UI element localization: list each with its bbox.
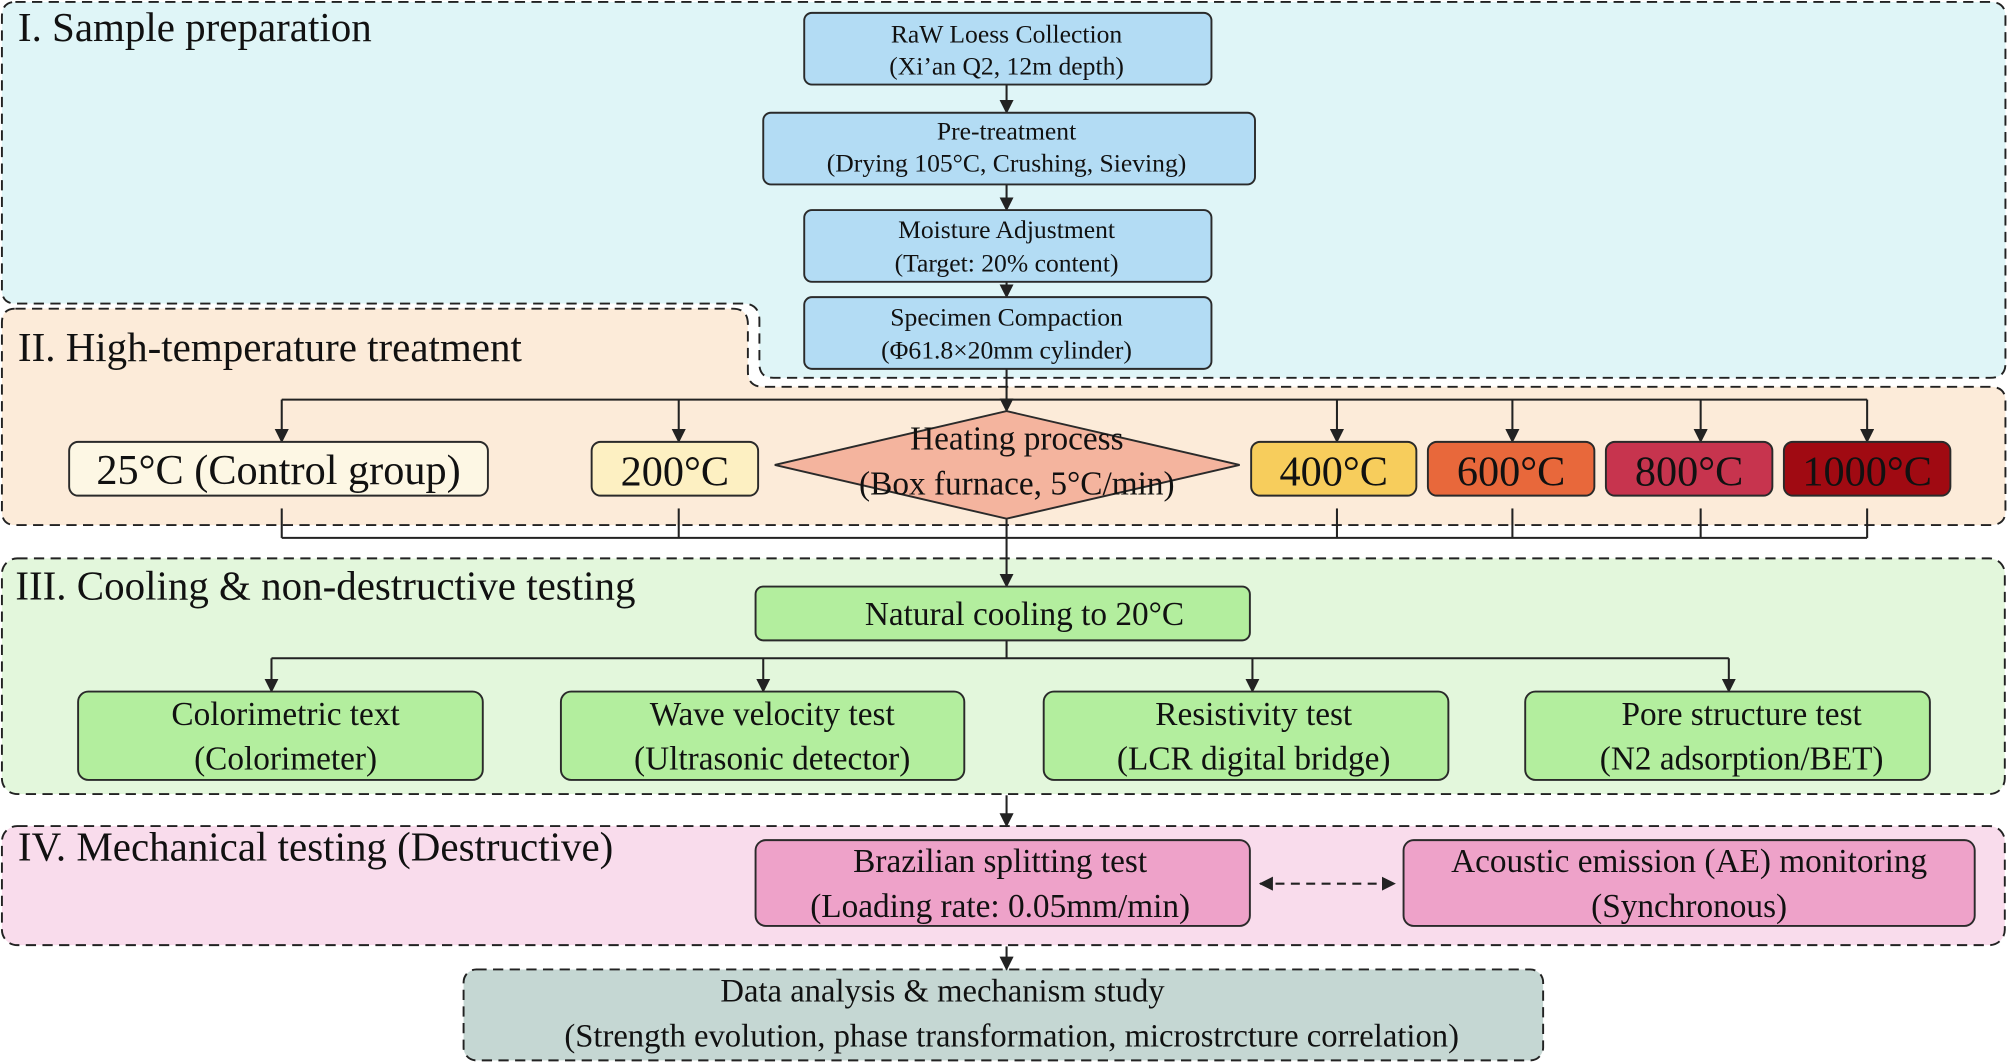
step-title: Moisture Adjustment [898,215,1115,244]
section-cooling-region [0,557,2006,795]
test-resistivity: Resistivity test (LCR digital bridge) [1042,690,1450,781]
mechanical-detail: (Synchronous) [1591,888,1787,925]
section-title-cooling: III. Cooling & non-destructive testing [15,562,635,608]
temperature-group-25c: 25°C (Control group) [68,440,489,497]
section-sample-preparation-region [0,1,2007,379]
test-box [77,690,484,781]
test-box [1524,690,1931,781]
test-instrument: (N2 adsorption/BET) [1600,741,1884,778]
step-title: Specimen Compaction [890,302,1123,331]
analysis-box [462,968,1545,1062]
test-instrument: (Ultrasonic detector) [634,741,910,778]
acoustic-emission-monitoring: Acoustic emission (AE) monitoring (Synch… [1402,839,1976,927]
heating-detail: (Box furnace, 5°C/min) [859,465,1175,502]
temperature-box [1604,440,1774,497]
temperature-group-200c: 200°C [590,440,760,497]
step-box [803,296,1213,370]
temperature-box [1250,440,1418,497]
step-detail: (Φ61.8×20mm cylinder) [881,336,1132,365]
mechanical-title: Acoustic emission (AE) monitoring [1451,843,1927,880]
temperature-label: 200°C [621,448,729,495]
temperature-label: 600°C [1457,448,1565,495]
temperature-label: 800°C [1635,448,1743,495]
mechanical-title: Brazilian splitting test [853,843,1148,880]
step-pre-treatment: Pre-treatment (Drying 105°C, Crushing, S… [762,111,1256,186]
step-detail: (Drying 105°C, Crushing, Sieving) [827,149,1187,178]
heating-process-diamond: Heating process (Box furnace, 5°C/min) [774,410,1240,520]
test-wave-velocity: Wave velocity test (Ultrasonic detector) [559,690,966,781]
temperature-label: 25°C (Control group) [96,447,460,494]
temperature-label: 1000°C [1802,448,1932,495]
test-title: Wave velocity test [650,696,896,733]
step-specimen-compaction: Specimen Compaction (Φ61.8×20mm cylinder… [803,296,1213,370]
diamond-shape [774,410,1240,520]
test-instrument: (Colorimeter) [194,741,377,778]
temperature-box [1426,440,1596,497]
step-title: RaW Loess Collection [891,19,1123,48]
test-title: Resistivity test [1155,696,1353,733]
temperature-label: 400°C [1280,448,1388,495]
test-instrument: (LCR digital bridge) [1117,741,1391,778]
temperature-box [68,440,489,497]
test-box [559,690,966,781]
connectors [264,84,1875,971]
temperature-group-400c: 400°C [1250,440,1418,497]
step-raw-loess-collection: RaW Loess Collection (Xi’an Q2, 12m dept… [803,11,1213,86]
test-title: Pore structure test [1621,696,1862,733]
step-detail: (Xi’an Q2, 12m depth) [889,51,1124,80]
temperature-group-800c: 800°C [1604,440,1774,497]
temperature-box [590,440,760,497]
step-box [762,111,1256,186]
step-box [803,209,1213,283]
step-moisture-adjustment: Moisture Adjustment (Target: 20% content… [803,209,1213,283]
natural-cooling-box [754,585,1251,642]
test-title: Colorimetric text [171,696,400,733]
mechanical-detail: (Loading rate: 0.05mm/min) [810,888,1190,925]
section-title-sample-preparation: I. Sample preparation [18,4,372,50]
heating-title: Heating process [910,421,1123,458]
section-title-mechanical: IV. Mechanical testing (Destructive) [18,824,613,870]
analysis-detail: (Strength evolution, phase transformatio… [564,1018,1459,1054]
temperature-group-600c: 600°C [1426,440,1596,497]
temperature-box [1782,440,1952,497]
test-box [1042,690,1450,781]
mechanical-box [1402,839,1976,927]
step-box [803,11,1213,86]
test-colorimetric: Colorimetric text (Colorimeter) [77,690,484,781]
temperature-group-1000c: 1000°C [1782,440,1952,497]
mechanical-box [754,839,1251,927]
analysis-title: Data analysis & mechanism study [720,973,1165,1009]
step-detail: (Target: 20% content) [895,249,1119,278]
brazilian-splitting-test: Brazilian splitting test (Loading rate: … [754,839,1251,927]
natural-cooling-step: Natural cooling to 20°C [754,585,1251,642]
step-title: Pre-treatment [937,117,1076,146]
section-title-high-temperature: II. High-temperature treatment [18,324,523,370]
natural-cooling-label: Natural cooling to 20°C [865,596,1184,633]
test-pore-structure: Pore structure test (N2 adsorption/BET) [1524,690,1931,781]
